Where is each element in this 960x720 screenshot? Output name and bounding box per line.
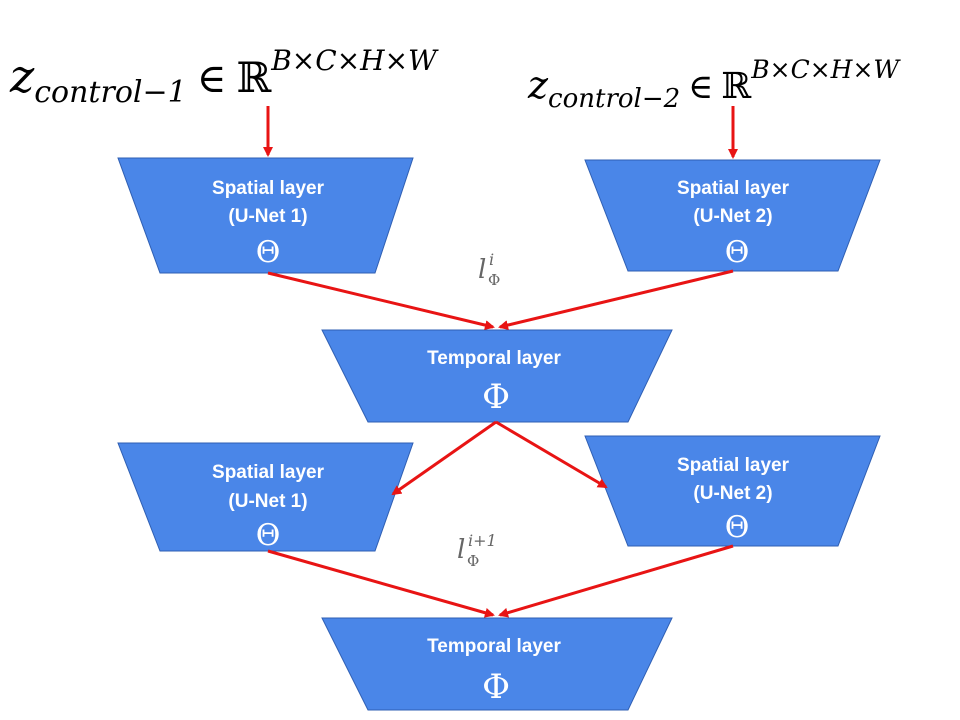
arrow-spatial1-to-temporal — [267, 271, 495, 330]
formula-left-subscript: control−1 — [34, 75, 186, 110]
block-title: Temporal layer — [427, 636, 561, 657]
theta-symbol: Θ — [725, 510, 750, 545]
input-formula-right: zcontrol−2 ∈ℝB×C×H×W — [527, 55, 901, 114]
phi-symbol: Φ — [482, 377, 510, 417]
formula-right-subscript: control−2 — [548, 84, 680, 114]
block-subtitle: (U-Net 2) — [693, 483, 772, 504]
arrow-spatial2-to-temporal — [498, 269, 734, 330]
block-title: Spatial layer — [677, 178, 790, 199]
temporal-layer-block-top: Temporal layer Φ — [321, 329, 673, 423]
block-title: Spatial layer — [212, 462, 325, 483]
spatial-layer-block-unet2-top: Spatial layer (U-Net 2) Θ — [584, 159, 881, 272]
edge-label-base: l — [457, 535, 465, 565]
edge-label-sup: i+1 — [468, 531, 497, 550]
svg-text:zcontrol−2∈ℝB×C×H×W: zcontrol−2 ∈ℝB×C×H×W — [527, 55, 901, 114]
formula-right-superscript: B×C×H×W — [750, 55, 901, 84]
temporal-layer-block-bottom: Temporal layer Φ — [321, 617, 673, 711]
formula-left-z: z — [9, 49, 35, 103]
formula-left-superscript: B×C×H×W — [270, 44, 439, 77]
formula-right-z: z — [527, 63, 549, 107]
block-subtitle: (U-Net 1) — [228, 491, 307, 512]
svg-text:zcontrol−1∈ℝB×C×H×W: zcontrol−1 ∈ℝB×C×H×W — [9, 44, 439, 110]
edge-label-sub: Φ — [467, 552, 479, 570]
formula-right-set: ℝ — [721, 66, 752, 107]
theta-symbol: Θ — [725, 235, 750, 270]
block-title: Spatial layer — [677, 455, 790, 476]
edge-label-sup: i — [489, 250, 494, 269]
spatial-layer-block-unet1-top: Spatial layer (U-Net 1) Θ — [117, 157, 414, 274]
block-title: Spatial layer — [212, 178, 325, 199]
formula-left-set: ℝ — [236, 53, 272, 102]
theta-symbol: Θ — [256, 518, 281, 553]
arrow-temporal-to-spatial1 — [391, 420, 497, 496]
block-subtitle: (U-Net 2) — [693, 206, 772, 227]
block-subtitle: (U-Net 1) — [228, 206, 307, 227]
block-title: Temporal layer — [427, 348, 561, 369]
spatial-layer-block-unet2-bottom: Spatial layer (U-Net 2) Θ — [584, 435, 881, 547]
arrow-spatial1b-to-temporal — [267, 549, 495, 618]
edge-label-l-i-plus-1: l i+1 Φ — [457, 531, 497, 570]
formula-right-in: ∈ — [688, 67, 713, 107]
arrow-spatial2b-to-temporal — [498, 544, 734, 618]
input-formula-left: zcontrol−1 ∈ℝB×C×H×W — [9, 44, 439, 110]
spatial-layer-block-unet1-bottom: Spatial layer (U-Net 1) Θ — [117, 442, 414, 553]
edge-label-l-i: l i Φ — [478, 250, 500, 289]
phi-symbol: Φ — [482, 667, 510, 707]
edge-label-base: l — [478, 255, 486, 285]
formula-left-in: ∈ — [197, 56, 227, 102]
arrow-temporal-to-spatial2 — [495, 420, 608, 489]
edge-label-sub: Φ — [488, 271, 500, 289]
theta-symbol: Θ — [256, 235, 281, 270]
